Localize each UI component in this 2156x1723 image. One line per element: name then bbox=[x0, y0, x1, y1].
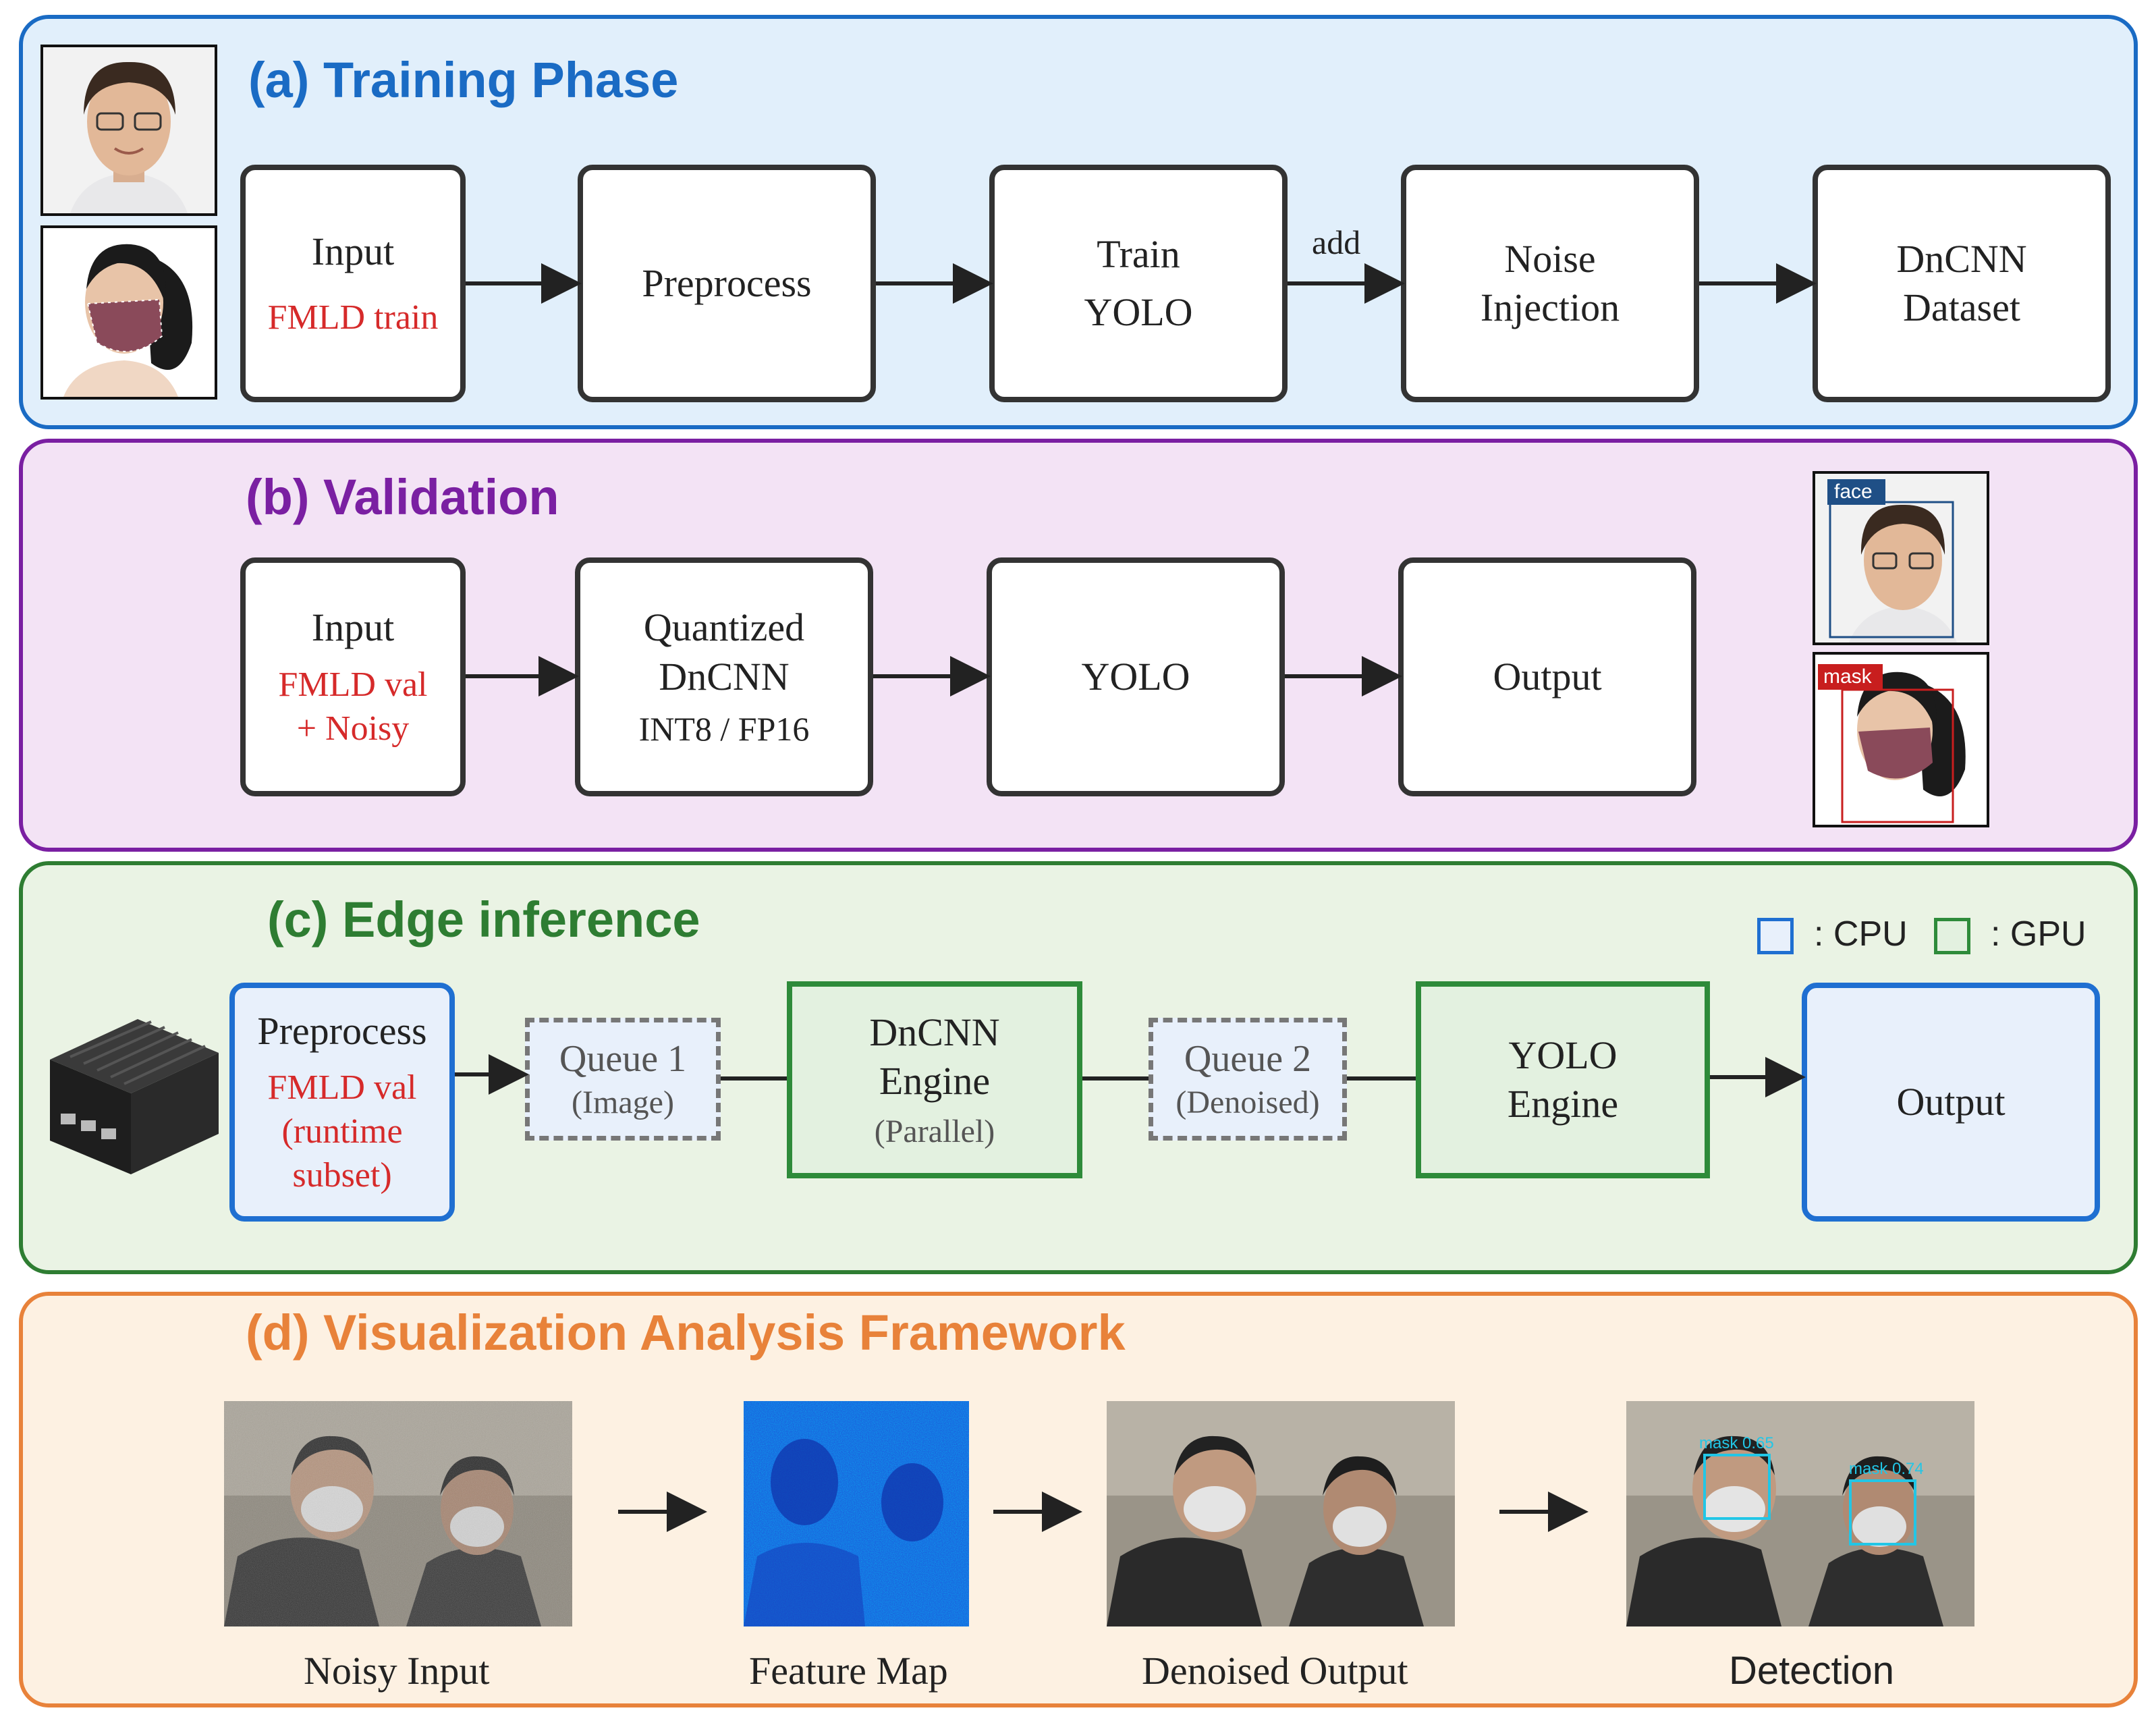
dncnn-engine-line1: DnCNN bbox=[869, 1010, 1000, 1054]
feature-map-image bbox=[744, 1401, 969, 1626]
noise-injection-line1: Noise bbox=[1504, 236, 1596, 281]
edge-preprocess-runtime: (runtime bbox=[281, 1112, 403, 1151]
visualization-title: (d) Visualization Analysis Framework bbox=[246, 1305, 1126, 1361]
val-input-label: Input bbox=[311, 605, 395, 649]
train-preprocess-box: Preprocess bbox=[578, 165, 876, 402]
yolo-engine-line2: Engine bbox=[1507, 1082, 1619, 1126]
quantized-line1: Quantized bbox=[643, 605, 805, 650]
dncnn-engine-line2: Engine bbox=[879, 1059, 991, 1103]
val-input-box: Input FMLD val + Noisy bbox=[240, 557, 466, 796]
val-output-label: Output bbox=[1493, 654, 1602, 699]
dncnn-dataset-line1: DnCNN bbox=[1896, 236, 2027, 281]
edge-title: (c) Edge inference bbox=[267, 892, 700, 948]
queue-1-content: (Image) bbox=[572, 1085, 674, 1120]
training-title: (a) Training Phase bbox=[248, 52, 679, 108]
val-yolo-label: YOLO bbox=[1081, 654, 1190, 699]
dncnn-engine-mode: (Parallel) bbox=[874, 1113, 995, 1149]
queue-2-content: (Denoised) bbox=[1176, 1085, 1320, 1120]
mask-detection-result: mask bbox=[1813, 652, 1989, 827]
train-yolo-box: Train YOLO bbox=[989, 165, 1288, 402]
quantized-line2: DnCNN bbox=[659, 654, 790, 699]
edge-output-label: Output bbox=[1896, 1079, 2006, 1124]
edge-preprocess-box: Preprocess FMLD val (runtime subset) bbox=[229, 983, 455, 1222]
train-input-dataset: FMLD train bbox=[267, 298, 439, 337]
train-preprocess-label: Preprocess bbox=[642, 261, 812, 305]
train-input-label: Input bbox=[311, 229, 395, 274]
legend-cpu-swatch bbox=[1757, 918, 1794, 954]
legend-gpu-swatch bbox=[1934, 918, 1970, 954]
train-yolo-line2: YOLO bbox=[1084, 290, 1193, 334]
yolo-engine-box: YOLO Engine bbox=[1416, 981, 1710, 1178]
face-photo bbox=[40, 45, 217, 216]
add-label: add bbox=[1312, 223, 1361, 261]
edge-preprocess-subset: subset) bbox=[292, 1155, 392, 1195]
queue-2-label: Queue 2 bbox=[1184, 1038, 1312, 1080]
yolo-engine-line1: YOLO bbox=[1508, 1033, 1618, 1077]
caption-noisy-input: Noisy Input bbox=[304, 1649, 490, 1693]
val-input-noisy: + Noisy bbox=[296, 709, 410, 748]
face-detection-result: face bbox=[1813, 471, 1989, 645]
noise-injection-line2: Injection bbox=[1480, 285, 1620, 329]
quantized-dncnn-box: Quantized DnCNN INT8 / FP16 bbox=[575, 557, 873, 796]
train-yolo-line1: Train bbox=[1097, 231, 1180, 276]
dncnn-engine-box: DnCNN Engine (Parallel) bbox=[787, 981, 1082, 1178]
val-input-dataset: FMLD val bbox=[278, 665, 428, 705]
dncnn-dataset-line2: Dataset bbox=[1903, 285, 2020, 329]
queue-1-box: Queue 1 (Image) bbox=[525, 1018, 721, 1141]
caption-detection: Detection bbox=[1729, 1649, 1895, 1693]
masked-face-photo bbox=[40, 225, 217, 400]
mask-tag: mask bbox=[1823, 665, 1873, 688]
caption-feature-map: Feature Map bbox=[749, 1649, 948, 1693]
validation-title: (b) Validation bbox=[246, 469, 559, 525]
dncnn-dataset-box: DnCNN Dataset bbox=[1813, 165, 2111, 402]
caption-denoised-output: Denoised Output bbox=[1142, 1649, 1408, 1693]
detection-label-2: mask 0.74 bbox=[1849, 1460, 1924, 1478]
queue-2-box: Queue 2 (Denoised) bbox=[1149, 1018, 1347, 1141]
legend-gpu-label: : GPU bbox=[1991, 914, 2086, 954]
detection-image: mask 0.65 mask 0.74 bbox=[1626, 1401, 1974, 1626]
val-yolo-box: YOLO bbox=[987, 557, 1285, 796]
edge-preprocess-label: Preprocess bbox=[257, 1009, 427, 1054]
quantized-precision: INT8 / FP16 bbox=[638, 710, 810, 748]
detection-label-1: mask 0.65 bbox=[1699, 1434, 1774, 1452]
legend-cpu-label: : CPU bbox=[1814, 914, 1908, 954]
train-input-box: Input FMLD train bbox=[240, 165, 466, 402]
noisy-input-image bbox=[224, 1401, 572, 1626]
queue-1-label: Queue 1 bbox=[559, 1038, 687, 1080]
face-tag: face bbox=[1834, 481, 1873, 503]
edge-device-icon bbox=[36, 1012, 223, 1181]
edge-output-box: Output bbox=[1802, 983, 2100, 1222]
denoised-output-image bbox=[1107, 1401, 1455, 1626]
edge-preprocess-dataset: FMLD val bbox=[267, 1068, 417, 1107]
